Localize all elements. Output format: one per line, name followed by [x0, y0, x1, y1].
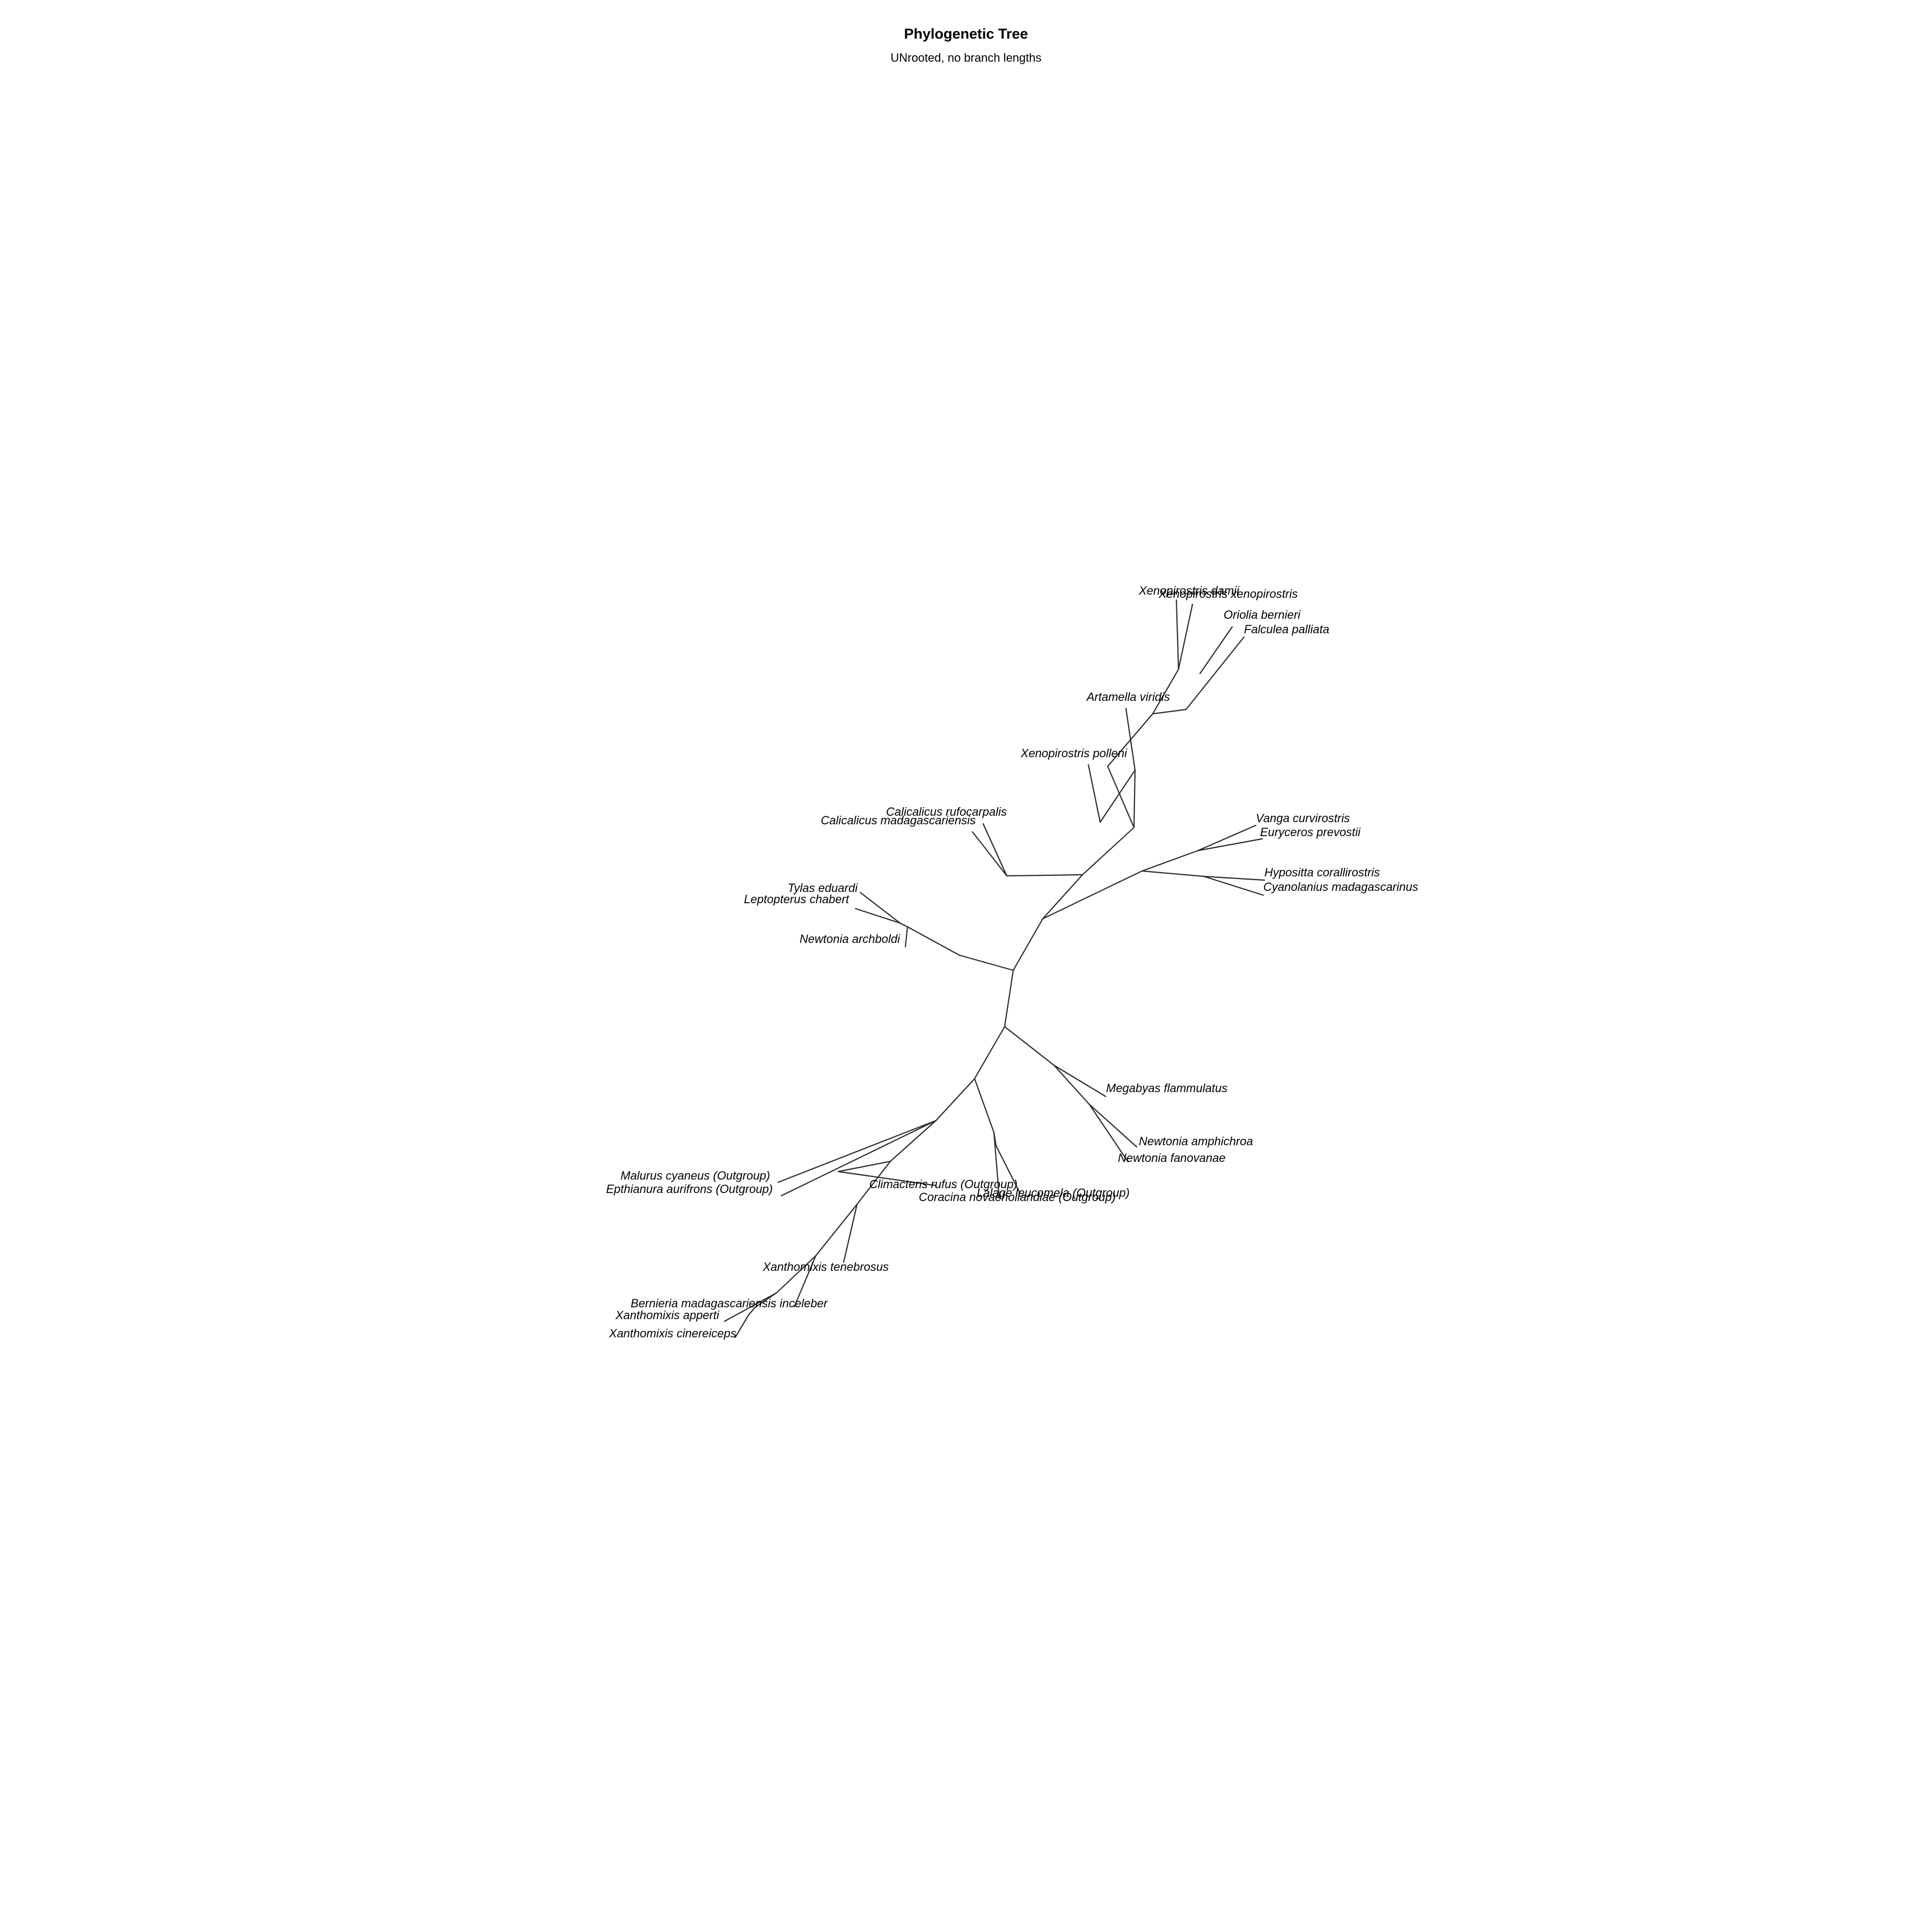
taxon-label: Epthianura aurifrons (Outgroup): [606, 1182, 773, 1196]
taxon-label: Newtonia fanovanae: [1118, 1151, 1226, 1165]
leaf-branch: [1203, 875, 1264, 896]
internal-branch: [1152, 668, 1180, 715]
internal-branch: [775, 1255, 817, 1294]
taxon-label: Leptopterus chabert: [744, 892, 850, 906]
leaf-branch: [1175, 599, 1180, 670]
leaf-branch: [1185, 636, 1245, 711]
internal-branch: [837, 1160, 891, 1173]
leaf-branch: [777, 1119, 937, 1183]
internal-branch: [1042, 874, 1084, 920]
taxon-label: Calicalicus madagascariensis: [821, 814, 976, 827]
taxon-label: Hypositta corallirostris: [1264, 866, 1380, 879]
internal-branch: [958, 954, 1014, 971]
leaf-branch: [843, 1203, 858, 1263]
internal-branch: [889, 1119, 937, 1162]
taxon-label: Xenopirostris damii: [1138, 584, 1240, 597]
taxon-label: Calicalicus rufocarpalis: [886, 805, 1007, 818]
leaf-branch: [982, 823, 1008, 877]
leaf-branch: [1197, 838, 1263, 852]
internal-branch: [906, 926, 961, 956]
taxon-label: Megabyas flammulatus: [1106, 1081, 1227, 1095]
internal-branch: [1107, 765, 1135, 829]
taxon-label: Xanthomixis tenebrosus: [762, 1260, 889, 1274]
leaf-branch: [723, 1292, 778, 1322]
leaf-branch: [780, 1119, 937, 1197]
taxon-label: Malurus cyaneus (Outgroup): [620, 1169, 770, 1182]
leaf-branch: [734, 1314, 750, 1338]
internal-branch: [1152, 708, 1187, 715]
leaf-branch: [1053, 1064, 1107, 1097]
taxon-label: Oriolia bernieri: [1224, 608, 1301, 621]
figure-subtitle: UNrooted, no branch lengths: [890, 51, 1041, 64]
leaf-branch: [1199, 626, 1233, 675]
taxon-label: Lalage leucomela (Outgroup): [977, 1186, 1130, 1199]
leaf-branch: [1088, 1103, 1138, 1148]
internal-branch: [1012, 918, 1044, 971]
taxon-label: Xenopirostris xenopirostris: [1158, 587, 1298, 601]
taxon-label: Coracina novaehollandiae (Outgroup): [919, 1190, 1116, 1204]
internal-branch: [974, 1026, 1006, 1080]
leaf-branch: [1197, 824, 1257, 852]
taxon-label: Xenopirostris polleni: [1020, 747, 1128, 760]
leaf-branch: [1203, 875, 1265, 881]
internal-branch: [1004, 969, 1014, 1028]
internal-branch: [815, 1203, 858, 1257]
internal-branch: [1133, 769, 1136, 829]
taxon-label: Bernieria madagascariensis inceleber: [631, 1297, 829, 1310]
internal-branch: [1141, 870, 1205, 877]
internal-branch: [1042, 870, 1143, 920]
internal-branch: [856, 1160, 891, 1205]
internal-branch: [1081, 826, 1135, 876]
internal-branch: [1141, 850, 1199, 872]
taxon-label: Cyanolanius madagascarinus: [1263, 880, 1418, 894]
internal-branch: [748, 1306, 756, 1316]
leaf-branch: [1125, 707, 1136, 771]
leaf-branch: [793, 1255, 817, 1308]
internal-branch: [1053, 1064, 1091, 1106]
internal-branch: [1099, 769, 1136, 823]
leaf-branch: [904, 926, 909, 948]
internal-branch: [935, 1078, 976, 1122]
taxon-label: Tylas eduardi: [788, 881, 859, 895]
figure-title: Phylogenetic Tree: [904, 26, 1028, 42]
leaf-branch: [993, 1131, 1000, 1199]
leaf-branch: [1087, 764, 1101, 823]
tree-branches: [723, 599, 1265, 1338]
taxon-label: Xanthomixis apperti: [615, 1308, 720, 1322]
taxon-label: Euryceros prevostii: [1260, 825, 1361, 839]
taxon-label: Xanthomixis cinereiceps: [609, 1327, 736, 1340]
internal-branch: [1004, 1026, 1055, 1066]
leaf-branch: [1088, 1103, 1129, 1163]
leaf-branch: [971, 831, 1008, 877]
leaf-branch: [1177, 603, 1194, 670]
taxon-label: Newtonia archboldi: [800, 932, 901, 946]
taxon-label: Artamella viridis: [1086, 690, 1170, 704]
leaf-branch: [854, 908, 901, 924]
leaf-branch: [859, 891, 901, 924]
taxon-label: Vanga curvirostris: [1256, 811, 1350, 825]
taxon-label: Climacteris rufus (Outgroup): [869, 1177, 1018, 1191]
taxon-label: Newtonia amphichroa: [1139, 1135, 1253, 1148]
internal-branch: [1006, 874, 1084, 877]
internal-branch: [899, 922, 909, 928]
leaf-branch: [837, 1170, 937, 1187]
internal-branch: [974, 1078, 995, 1133]
taxon-label: Falculea palliata: [1244, 623, 1329, 636]
leaf-branch: [995, 1145, 1021, 1194]
